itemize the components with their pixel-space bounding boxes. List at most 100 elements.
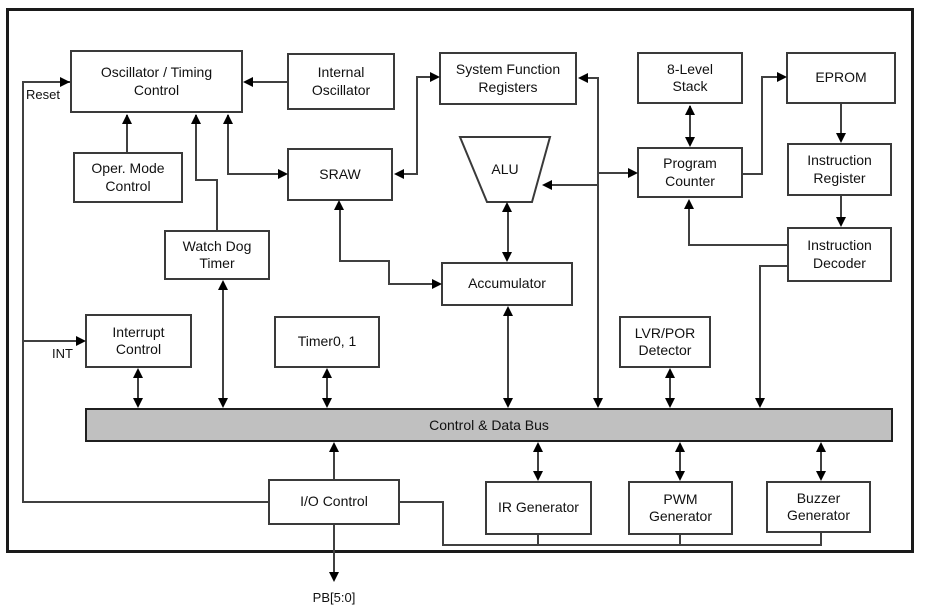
arrowhead — [684, 199, 694, 209]
wire — [401, 173, 417, 175]
arrowhead — [322, 398, 332, 408]
wire — [388, 283, 433, 285]
wire — [759, 265, 761, 400]
arrowhead — [665, 368, 675, 378]
arrowhead — [223, 114, 233, 124]
wire — [339, 260, 390, 262]
wire — [442, 544, 822, 546]
arrowhead — [334, 200, 344, 210]
control-data-bus: Control & Data Bus — [85, 408, 893, 442]
block-instruction-decoder: Instruction Decoder — [787, 227, 892, 282]
wire — [688, 206, 690, 246]
arrowhead — [836, 217, 846, 227]
wire — [339, 209, 341, 262]
block-timer0-1: Timer0, 1 — [274, 316, 380, 368]
arrowhead — [836, 133, 846, 143]
block-instruction-register: Instruction Register — [787, 143, 892, 196]
wire — [587, 77, 599, 79]
arrowhead — [329, 442, 339, 452]
arrowhead — [816, 442, 826, 452]
wire — [761, 76, 763, 175]
arrowhead — [133, 398, 143, 408]
arrowhead — [816, 471, 826, 481]
wire — [195, 115, 197, 181]
arrowhead — [394, 169, 404, 179]
block-alu-shape — [458, 136, 552, 203]
block-sraw: SRAW — [287, 148, 393, 201]
wire — [388, 260, 390, 285]
wire — [326, 376, 328, 400]
arrowhead — [533, 471, 543, 481]
block-io-control: I/O Control — [268, 479, 400, 525]
block-buzzer-generator: Buzzer Generator — [766, 481, 871, 533]
wire — [840, 104, 842, 135]
arrowhead — [685, 105, 695, 115]
arrowhead — [218, 280, 228, 290]
arrowhead — [533, 442, 543, 452]
wire — [669, 376, 671, 400]
arrowhead — [432, 279, 442, 289]
wire — [597, 77, 599, 401]
wire — [507, 314, 509, 400]
wire — [400, 501, 443, 503]
arrowhead — [675, 471, 685, 481]
block-eprom: EPROM — [786, 52, 896, 104]
arrowhead — [503, 306, 513, 316]
wire — [840, 196, 842, 219]
block-accumulator: Accumulator — [441, 262, 573, 306]
wire — [247, 81, 287, 83]
wire — [333, 450, 335, 479]
wire — [416, 76, 418, 175]
wire — [22, 81, 70, 83]
block-ir-generator: IR Generator — [485, 481, 592, 535]
wire — [688, 244, 787, 246]
arrowhead — [665, 398, 675, 408]
pin-label-int: INT — [52, 346, 73, 361]
arrowhead — [278, 169, 288, 179]
arrowhead — [777, 72, 787, 82]
block-system-function-registers: System Function Registers — [439, 52, 577, 105]
block-pwm-generator: PWM Generator — [628, 481, 733, 535]
arrowhead — [322, 368, 332, 378]
pin-label-pb: PB[5:0] — [312, 590, 356, 605]
wire — [22, 81, 24, 502]
block-lvr-por-detector: LVR/POR Detector — [619, 316, 711, 368]
wire — [227, 115, 229, 175]
wire — [227, 173, 279, 175]
wire — [537, 450, 539, 474]
block-interrupt-control: Interrupt Control — [85, 314, 192, 368]
wire — [22, 501, 269, 503]
wire — [416, 76, 431, 78]
arrowhead — [628, 168, 638, 178]
arrowhead — [685, 137, 695, 147]
wire — [761, 76, 778, 78]
wire — [689, 106, 691, 145]
block-oper-mode-control: Oper. Mode Control — [73, 152, 183, 203]
arrowhead — [675, 442, 685, 452]
arrowhead — [218, 398, 228, 408]
arrowhead — [122, 114, 132, 124]
wire — [222, 288, 224, 400]
arrowhead — [578, 73, 588, 83]
arrowhead — [133, 368, 143, 378]
arrowhead — [503, 398, 513, 408]
block-program-counter: Program Counter — [637, 147, 743, 198]
arrowhead — [76, 336, 86, 346]
arrowhead — [502, 202, 512, 212]
arrowhead — [430, 72, 440, 82]
wire — [551, 184, 599, 186]
arrowhead — [243, 77, 253, 87]
wire — [537, 534, 539, 545]
wire — [22, 340, 78, 342]
block-alu-label: ALU — [491, 161, 519, 177]
wire — [126, 115, 128, 153]
pin-label-reset: Reset — [26, 87, 60, 102]
wire — [679, 534, 681, 545]
wire — [216, 179, 218, 231]
chip-outline — [6, 8, 914, 553]
wire — [743, 173, 763, 175]
wire — [820, 450, 822, 474]
arrowhead — [191, 114, 201, 124]
wire — [442, 501, 444, 546]
